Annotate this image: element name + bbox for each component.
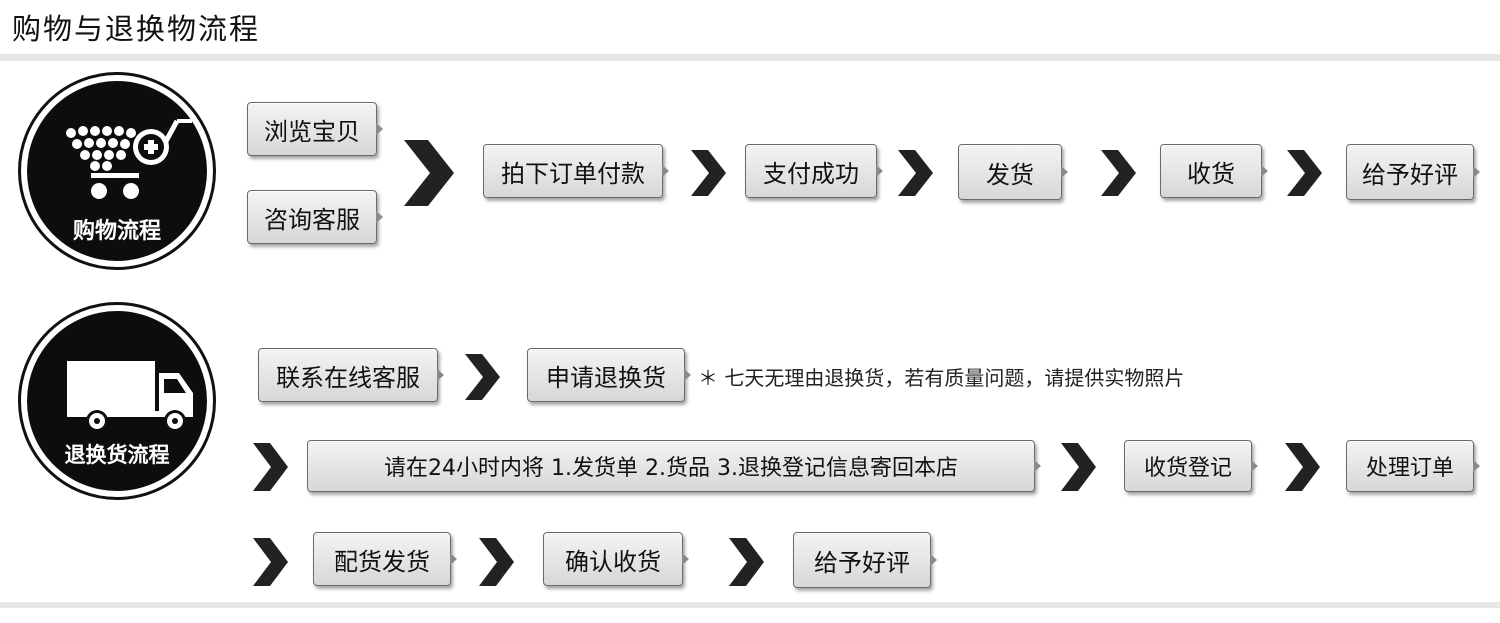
return-flow-label: 退换货流程	[64, 443, 170, 467]
chevron-right-icon	[898, 150, 933, 196]
step-browse-products[interactable]: 浏览宝贝	[247, 102, 383, 156]
step-shipping[interactable]: 发货	[958, 144, 1068, 200]
step-confirm-receipt[interactable]: 确认收货	[543, 532, 689, 586]
chevron-right-icon	[691, 150, 726, 196]
chevron-right-icon	[465, 354, 500, 400]
chevron-right-icon	[404, 140, 454, 206]
step-process-order[interactable]: 处理订单	[1346, 440, 1480, 492]
chevron-right-icon	[1101, 150, 1136, 196]
top-divider	[0, 54, 1500, 61]
step-give-review-return[interactable]: 给予好评	[793, 532, 937, 588]
chevron-right-icon	[1285, 443, 1320, 491]
bottom-divider	[0, 602, 1500, 608]
step-pick-and-ship[interactable]: 配货发货	[313, 532, 457, 586]
shopping-flow-label: 购物流程	[72, 219, 161, 244]
chevron-right-icon	[1061, 443, 1096, 491]
chevron-right-icon	[729, 538, 764, 586]
page-title: 购物与退换物流程	[12, 12, 261, 46]
delivery-truck-icon	[67, 361, 193, 432]
return-flow-badge: 退换货流程	[18, 302, 216, 500]
step-receipt-registration[interactable]: 收货登记	[1124, 440, 1258, 492]
step-give-review[interactable]: 给予好评	[1346, 144, 1480, 200]
step-consult-service[interactable]: 咨询客服	[247, 190, 383, 244]
chevron-right-icon	[253, 538, 288, 586]
shopping-cart-icon	[66, 119, 192, 199]
step-payment-success[interactable]: 支付成功	[745, 144, 883, 198]
step-place-order-pay[interactable]: 拍下订单付款	[483, 144, 669, 198]
chevron-right-icon	[1287, 150, 1322, 196]
chevron-right-icon	[253, 443, 288, 491]
shopping-flow-badge: 购物流程	[18, 72, 216, 270]
step-receive-goods[interactable]: 收货	[1160, 144, 1268, 198]
step-apply-return[interactable]: 申请退换货	[527, 348, 691, 402]
chevron-right-icon	[479, 538, 514, 586]
return-policy-note: ＊ 七天无理由退换货，若有质量问题，请提供实物照片	[698, 366, 1185, 390]
step-send-back-items[interactable]: 请在24小时内将 1.发货单 2.货品 3.退换登记信息寄回本店	[307, 440, 1041, 492]
step-contact-online-service[interactable]: 联系在线客服	[258, 348, 444, 402]
